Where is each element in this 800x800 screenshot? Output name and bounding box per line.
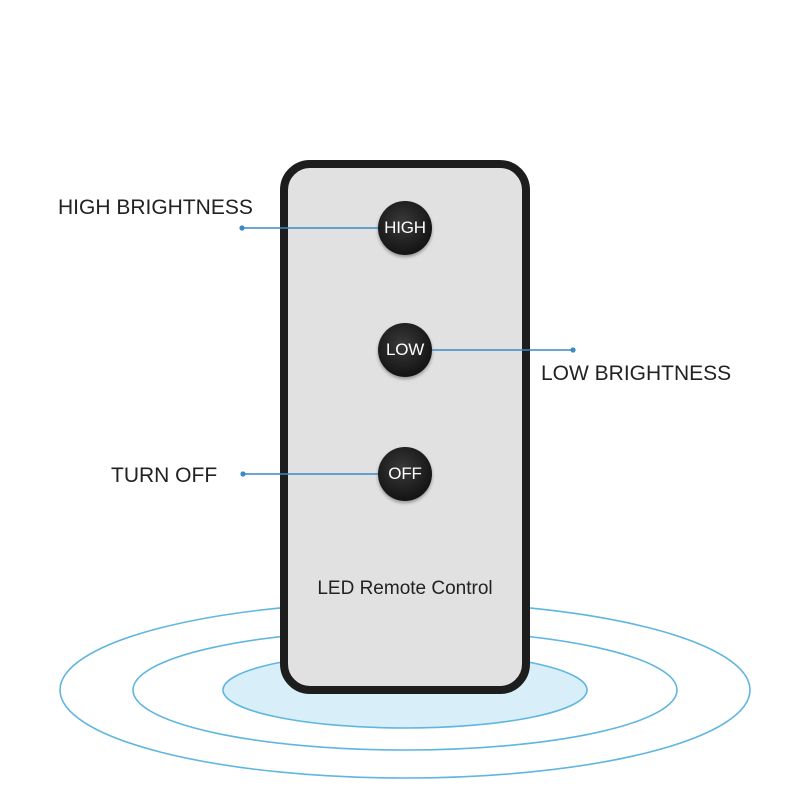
callout-low-brightness: LOW BRIGHTNESS xyxy=(541,362,732,385)
low-button[interactable]: LOW xyxy=(378,323,432,377)
off-button[interactable]: OFF xyxy=(378,447,432,501)
high-button[interactable]: HIGH xyxy=(378,201,432,255)
remote-title: LED Remote Control xyxy=(317,578,493,599)
callout-turn-off: TURN OFF xyxy=(111,464,218,487)
callout-high-brightness: HIGH BRIGHTNESS xyxy=(58,196,253,219)
